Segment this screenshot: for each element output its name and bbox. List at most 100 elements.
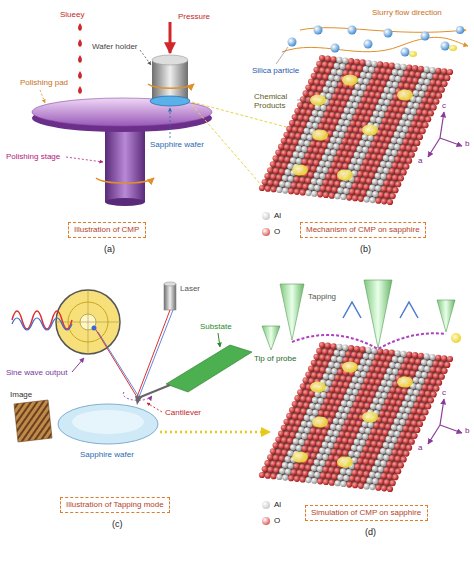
- sapphire-lattice-part: [307, 421, 313, 427]
- sapphire-lattice-part: [389, 443, 395, 449]
- sapphire-lattice-part: [377, 154, 383, 160]
- sapphire-lattice-part: [279, 455, 285, 461]
- sapphire-lattice-part: [395, 350, 401, 356]
- sapphire-lattice-part: [290, 432, 296, 438]
- sapphire-lattice-part: [273, 180, 279, 186]
- sapphire-lattice-part: [352, 90, 358, 96]
- sapphire-lattice-part: [403, 70, 409, 76]
- sapphire-lattice-part: [405, 395, 411, 401]
- legend-text: Al: [274, 500, 281, 510]
- sapphire-lattice-part: [297, 115, 303, 121]
- sapphire-lattice-part: [351, 145, 357, 151]
- sapphire-lattice-part: [412, 365, 418, 371]
- atom-swatch: [262, 228, 270, 236]
- sapphire-lattice-part: [323, 398, 329, 404]
- sapphire-lattice-part: [444, 75, 450, 81]
- sapphire-lattice-part: [409, 439, 415, 445]
- sapphire-lattice-part: [385, 411, 391, 417]
- sapphire-lattice-part: [329, 99, 335, 105]
- sapphire-lattice-part: [337, 187, 343, 193]
- sapphire-lattice-part: [322, 167, 328, 173]
- sapphire-lattice-part: [373, 135, 379, 141]
- sapphire-lattice-part: [373, 422, 379, 428]
- sapphire-lattice-part: [282, 462, 288, 468]
- sapphire-lattice-part: [325, 68, 331, 74]
- sapphire-lattice-part: [394, 131, 400, 137]
- sapphire-lattice-part: [305, 465, 311, 471]
- sapphire-lattice-part: [311, 191, 317, 197]
- sapphire-lattice-part: [391, 424, 397, 430]
- sapphire-lattice-part: [371, 154, 377, 160]
- sapphire-lattice-part: [363, 184, 369, 190]
- sapphire-lattice-part: [430, 79, 436, 85]
- sapphire-lattice-part: [369, 185, 375, 191]
- sapphire-lattice-part: [301, 408, 307, 414]
- sapphire-lattice-part: [400, 444, 406, 450]
- sapphire-lattice-part: [375, 173, 381, 179]
- sapphire-lattice-part: [374, 354, 380, 360]
- sapphire-lattice-part: [360, 452, 366, 458]
- legend-entry: Al: [262, 500, 281, 510]
- probe-tips-part: [437, 300, 455, 332]
- sapphire-lattice-part: [329, 112, 335, 118]
- sapphire-lattice-part: [319, 67, 325, 73]
- sapphire-lattice-part: [365, 428, 371, 434]
- atom-swatch: [262, 501, 270, 509]
- sapphire-lattice-part: [340, 468, 346, 474]
- sapphire-lattice-part: [383, 361, 389, 367]
- sapphire-lattice-part: [314, 472, 320, 478]
- probe-tips: [262, 280, 461, 350]
- afm-setup-part: [164, 284, 176, 310]
- sapphire-lattice-part: [350, 120, 356, 126]
- sapphire-lattice-part: [342, 57, 348, 63]
- sapphire-lattice-part: [328, 62, 334, 68]
- sapphire-lattice-part: [387, 106, 393, 112]
- sapphire-lattice-part: [329, 480, 335, 486]
- afm-setup-part: [14, 400, 52, 442]
- sapphire-lattice-part: [386, 81, 392, 87]
- sapphire-lattice-part: [398, 357, 404, 363]
- sapphire-lattice-part: [396, 400, 402, 406]
- sapphire-lattice-part: [363, 78, 369, 84]
- sapphire-lattice-part: [399, 419, 405, 425]
- sapphire-lattice-part: [332, 106, 338, 112]
- sapphire-lattice-part: [320, 472, 326, 478]
- sapphire-lattice-part: [328, 180, 334, 186]
- sapphire-lattice-part: [328, 455, 334, 461]
- sapphire-lattice-part: [316, 61, 322, 67]
- sapphire-lattice-part: [342, 450, 348, 456]
- sapphire-lattice-part: [335, 193, 341, 199]
- sapphire-lattice-part: [305, 190, 311, 196]
- sapphire-lattice-part: [395, 76, 401, 82]
- sapphire-lattice-part: [297, 470, 303, 476]
- sapphire-lattice-part: [262, 466, 268, 472]
- sapphire-lattice-part: [377, 167, 383, 173]
- sapphire-lattice-part: [360, 72, 366, 78]
- sapphire-lattice-part: [380, 173, 386, 179]
- sapphire-lattice-part: [382, 143, 388, 149]
- sapphire-lattice-part: [327, 118, 333, 124]
- sapphire-lattice-part: [290, 145, 296, 151]
- sapphire-lattice-part: [331, 81, 337, 87]
- sapphire-lattice-part: [383, 62, 389, 68]
- sapphire-lattice-part: [406, 64, 412, 70]
- sapphire-lattice-part: [367, 97, 373, 103]
- sapphire-lattice-part: [328, 168, 334, 174]
- sapphire-lattice-part: [356, 146, 362, 152]
- sapphire-lattice-part: [309, 116, 315, 122]
- sapphire-lattice-part: [299, 439, 305, 445]
- sapphire-lattice-part: [369, 197, 375, 203]
- sapphire-lattice-part: [380, 448, 386, 454]
- sapphire-lattice-part: [396, 113, 402, 119]
- sapphire-lattice-part: [408, 139, 414, 145]
- probe-tips-part: [292, 333, 446, 349]
- sapphire-lattice-part: [436, 367, 442, 373]
- sapphire-lattice-part: [354, 59, 360, 65]
- sapphire-lattice-part: [352, 482, 358, 488]
- sapphire-lattice-part: [311, 73, 317, 79]
- sapphire-lattice-part: [406, 145, 412, 151]
- sapphire-lattice-part: [417, 134, 423, 140]
- sapphire-lattice-part: [360, 177, 366, 183]
- sapphire-lattice-part: [388, 418, 394, 424]
- sapphire-lattice-part: [346, 388, 352, 394]
